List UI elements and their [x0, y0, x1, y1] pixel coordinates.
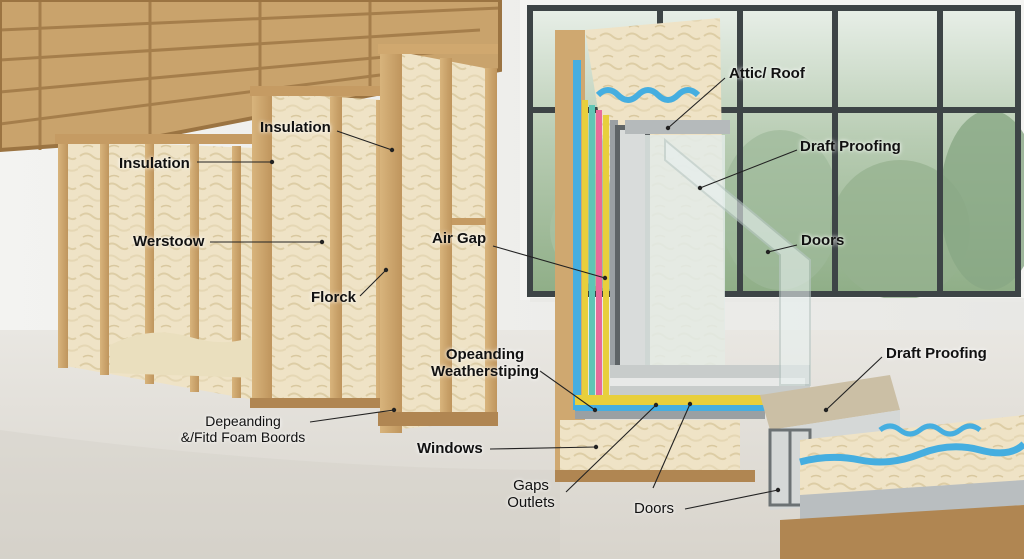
label-insulation-center: Insulation — [260, 119, 331, 136]
label-opeanding-line2: Weatherstiping — [425, 363, 545, 380]
label-gaps-outlets: Gaps Outlets — [497, 477, 565, 511]
label-attic-roof: Attic/ Roof — [729, 65, 805, 82]
label-doors-right: Doors — [801, 232, 844, 249]
label-insulation-left: Insulation — [119, 155, 190, 172]
label-florck: Florck — [311, 289, 356, 306]
label-doors-bottom: Doors — [634, 500, 674, 517]
label-opeanding-weatherstiping: Opeanding Weatherstiping — [425, 346, 545, 380]
label-windows: Windows — [417, 440, 483, 457]
label-air-gap: Air Gap — [432, 230, 486, 247]
label-draft-proofing-bottom: Draft Proofing — [886, 345, 987, 362]
label-gaps: Gaps — [497, 477, 565, 494]
label-draft-proofing-top: Draft Proofing — [800, 138, 901, 155]
label-depeanding-foam-boords: Depeanding &/Fitd Foam Boords — [168, 413, 318, 445]
label-outlets: Outlets — [497, 494, 565, 511]
label-opeanding-line1: Opeanding — [425, 346, 545, 363]
label-depeanding-line2: &/Fitd Foam Boords — [168, 429, 318, 445]
label-werstoow: Werstoow — [133, 233, 204, 250]
label-depeanding-line1: Depeanding — [168, 413, 318, 429]
